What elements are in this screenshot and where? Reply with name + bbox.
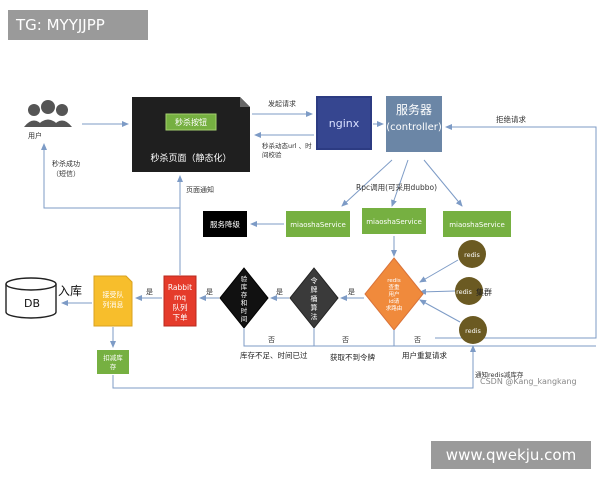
redis-node-1 xyxy=(458,240,486,268)
token-bucket-line-2: 牌 xyxy=(311,285,318,294)
redis-check-line-5: 求路由 xyxy=(386,304,403,312)
reduce-stock-box xyxy=(97,350,129,374)
arrow-reject-loop xyxy=(435,124,597,339)
no-label-1: 否 xyxy=(268,336,275,344)
rabbitmq-line-4: 下单 xyxy=(173,312,188,322)
arrow-redis2-to-diamond xyxy=(419,288,456,295)
notify-redis-label: 通知redis减库存 xyxy=(475,370,524,379)
consume-line-1: 接受队 xyxy=(103,290,124,299)
redis-check-line-2: 查重 xyxy=(388,283,400,291)
redis-check-text: redis 查重 用户 id请 求路由 xyxy=(386,278,403,312)
rabbitmq-box xyxy=(163,275,197,327)
yes-label-4: 是 xyxy=(348,288,355,296)
watermark-bottom: www.qwekju.com xyxy=(431,441,591,469)
nginx-box-inner xyxy=(318,98,370,148)
redis-node-3 xyxy=(459,316,487,344)
page-notify-label: 页面通知 xyxy=(186,185,214,194)
no-desc-1: 库存不足、时间已过 xyxy=(240,350,308,360)
service-box-2 xyxy=(362,208,426,234)
stock-check-line-4: 和 xyxy=(241,298,248,307)
rpc-label: Rpc调用(可采用dubbo) xyxy=(356,182,437,192)
server-title: 服务器 xyxy=(396,102,432,117)
server-box xyxy=(386,96,442,152)
rabbitmq-line-2: mq xyxy=(174,293,186,302)
yes-label-2: 是 xyxy=(206,288,213,296)
reject-label: 拒绝请求 xyxy=(496,114,526,124)
redis-node-2 xyxy=(455,277,483,305)
consume-line-2: 列消息 xyxy=(103,300,124,309)
service-label-3: miaoshaService xyxy=(449,221,505,229)
arrow-redis3-to-diamond xyxy=(419,299,461,323)
service-box-1 xyxy=(286,211,350,237)
reduce-stock-line-1: 扣减库 xyxy=(103,353,123,362)
token-bucket-line-4: 算 xyxy=(311,303,318,312)
dynamic-url-label-1: 秒杀动态url 、时 xyxy=(262,141,312,150)
send-request-label: 发起请求 xyxy=(268,99,296,108)
rabbitmq-text: Rabbit mq 队列 下单 xyxy=(168,283,192,322)
nginx-label: nginx xyxy=(329,117,360,130)
no-desc-3: 用户重复请求 xyxy=(402,350,447,360)
user-label: 用户 xyxy=(28,131,42,140)
seckill-button[interactable] xyxy=(165,113,217,131)
server-sub: (controller) xyxy=(386,122,442,133)
redis-label-1: redis xyxy=(464,251,480,259)
degrade-label: 服务降级 xyxy=(210,219,240,229)
no-label-2: 否 xyxy=(342,336,349,344)
degrade-box xyxy=(203,211,247,237)
service-label-1: miaoshaService xyxy=(290,221,346,229)
redis-check-line-3: 用户 xyxy=(388,290,399,298)
token-bucket-line-3: 桶 xyxy=(311,294,318,303)
service-box-3 xyxy=(443,211,511,237)
stock-check-line-5: 时 xyxy=(241,306,248,315)
redis-check-line-1: redis xyxy=(387,278,401,284)
no-label-3: 否 xyxy=(414,336,421,344)
stock-check-line-3: 存 xyxy=(241,290,248,299)
token-bucket-line-1: 令 xyxy=(311,276,318,285)
arrow-notify-redis xyxy=(112,345,476,389)
db-label: DB xyxy=(24,297,40,310)
seckill-button-label: 秒杀按钮 xyxy=(175,117,207,127)
service-label-2: miaoshaService xyxy=(366,218,422,226)
arrow-rpc-3 xyxy=(423,159,463,207)
rabbitmq-line-3: 队列 xyxy=(173,302,188,312)
seckill-page-box xyxy=(132,97,250,172)
yes-label-1: 是 xyxy=(146,288,153,296)
stock-check-line-6: 间 xyxy=(241,315,248,323)
redis-label-3: redis xyxy=(465,327,481,335)
seckill-page-fold xyxy=(240,97,250,107)
stock-check-line-1: 验 xyxy=(241,274,248,283)
arrow-rpc-1 xyxy=(341,159,393,207)
arrow-rpc-2 xyxy=(391,159,409,207)
no-branch-1 xyxy=(243,328,596,347)
consume-box xyxy=(93,275,133,327)
success-label-2: （短信） xyxy=(52,169,80,178)
watermark-top: TG: MYYJJPP xyxy=(8,10,148,40)
storage-label: 入库 xyxy=(58,283,82,298)
rabbitmq-line-1: Rabbit xyxy=(168,283,192,292)
db-cylinder xyxy=(5,277,57,319)
stock-check-text: 验 库 存 和 时 间 xyxy=(241,274,248,323)
arrow-success-to-user xyxy=(41,143,180,209)
token-bucket-line-5: 法 xyxy=(311,312,318,321)
dynamic-url-label-2: 间校验 xyxy=(262,150,282,159)
yes-label-3: 是 xyxy=(276,288,283,296)
csdn-watermark: CSDN @Kang_kangkang xyxy=(480,377,577,386)
reduce-stock-line-2: 存 xyxy=(110,362,117,371)
redis-check-line-4: id请 xyxy=(389,297,400,305)
seckill-page-label: 秒杀页面（静态化） xyxy=(150,152,231,164)
token-bucket-text: 令 牌 桶 算 法 xyxy=(311,276,318,321)
success-label-1: 秒杀成功 xyxy=(52,159,80,168)
redis-cluster-label: 集群 xyxy=(476,287,492,297)
stock-check-line-2: 库 xyxy=(241,282,248,291)
no-desc-2: 获取不到令牌 xyxy=(330,352,375,362)
arrow-redis1-to-diamond xyxy=(419,259,459,283)
user-icon xyxy=(24,100,72,127)
redis-label-2: redis xyxy=(456,288,472,296)
